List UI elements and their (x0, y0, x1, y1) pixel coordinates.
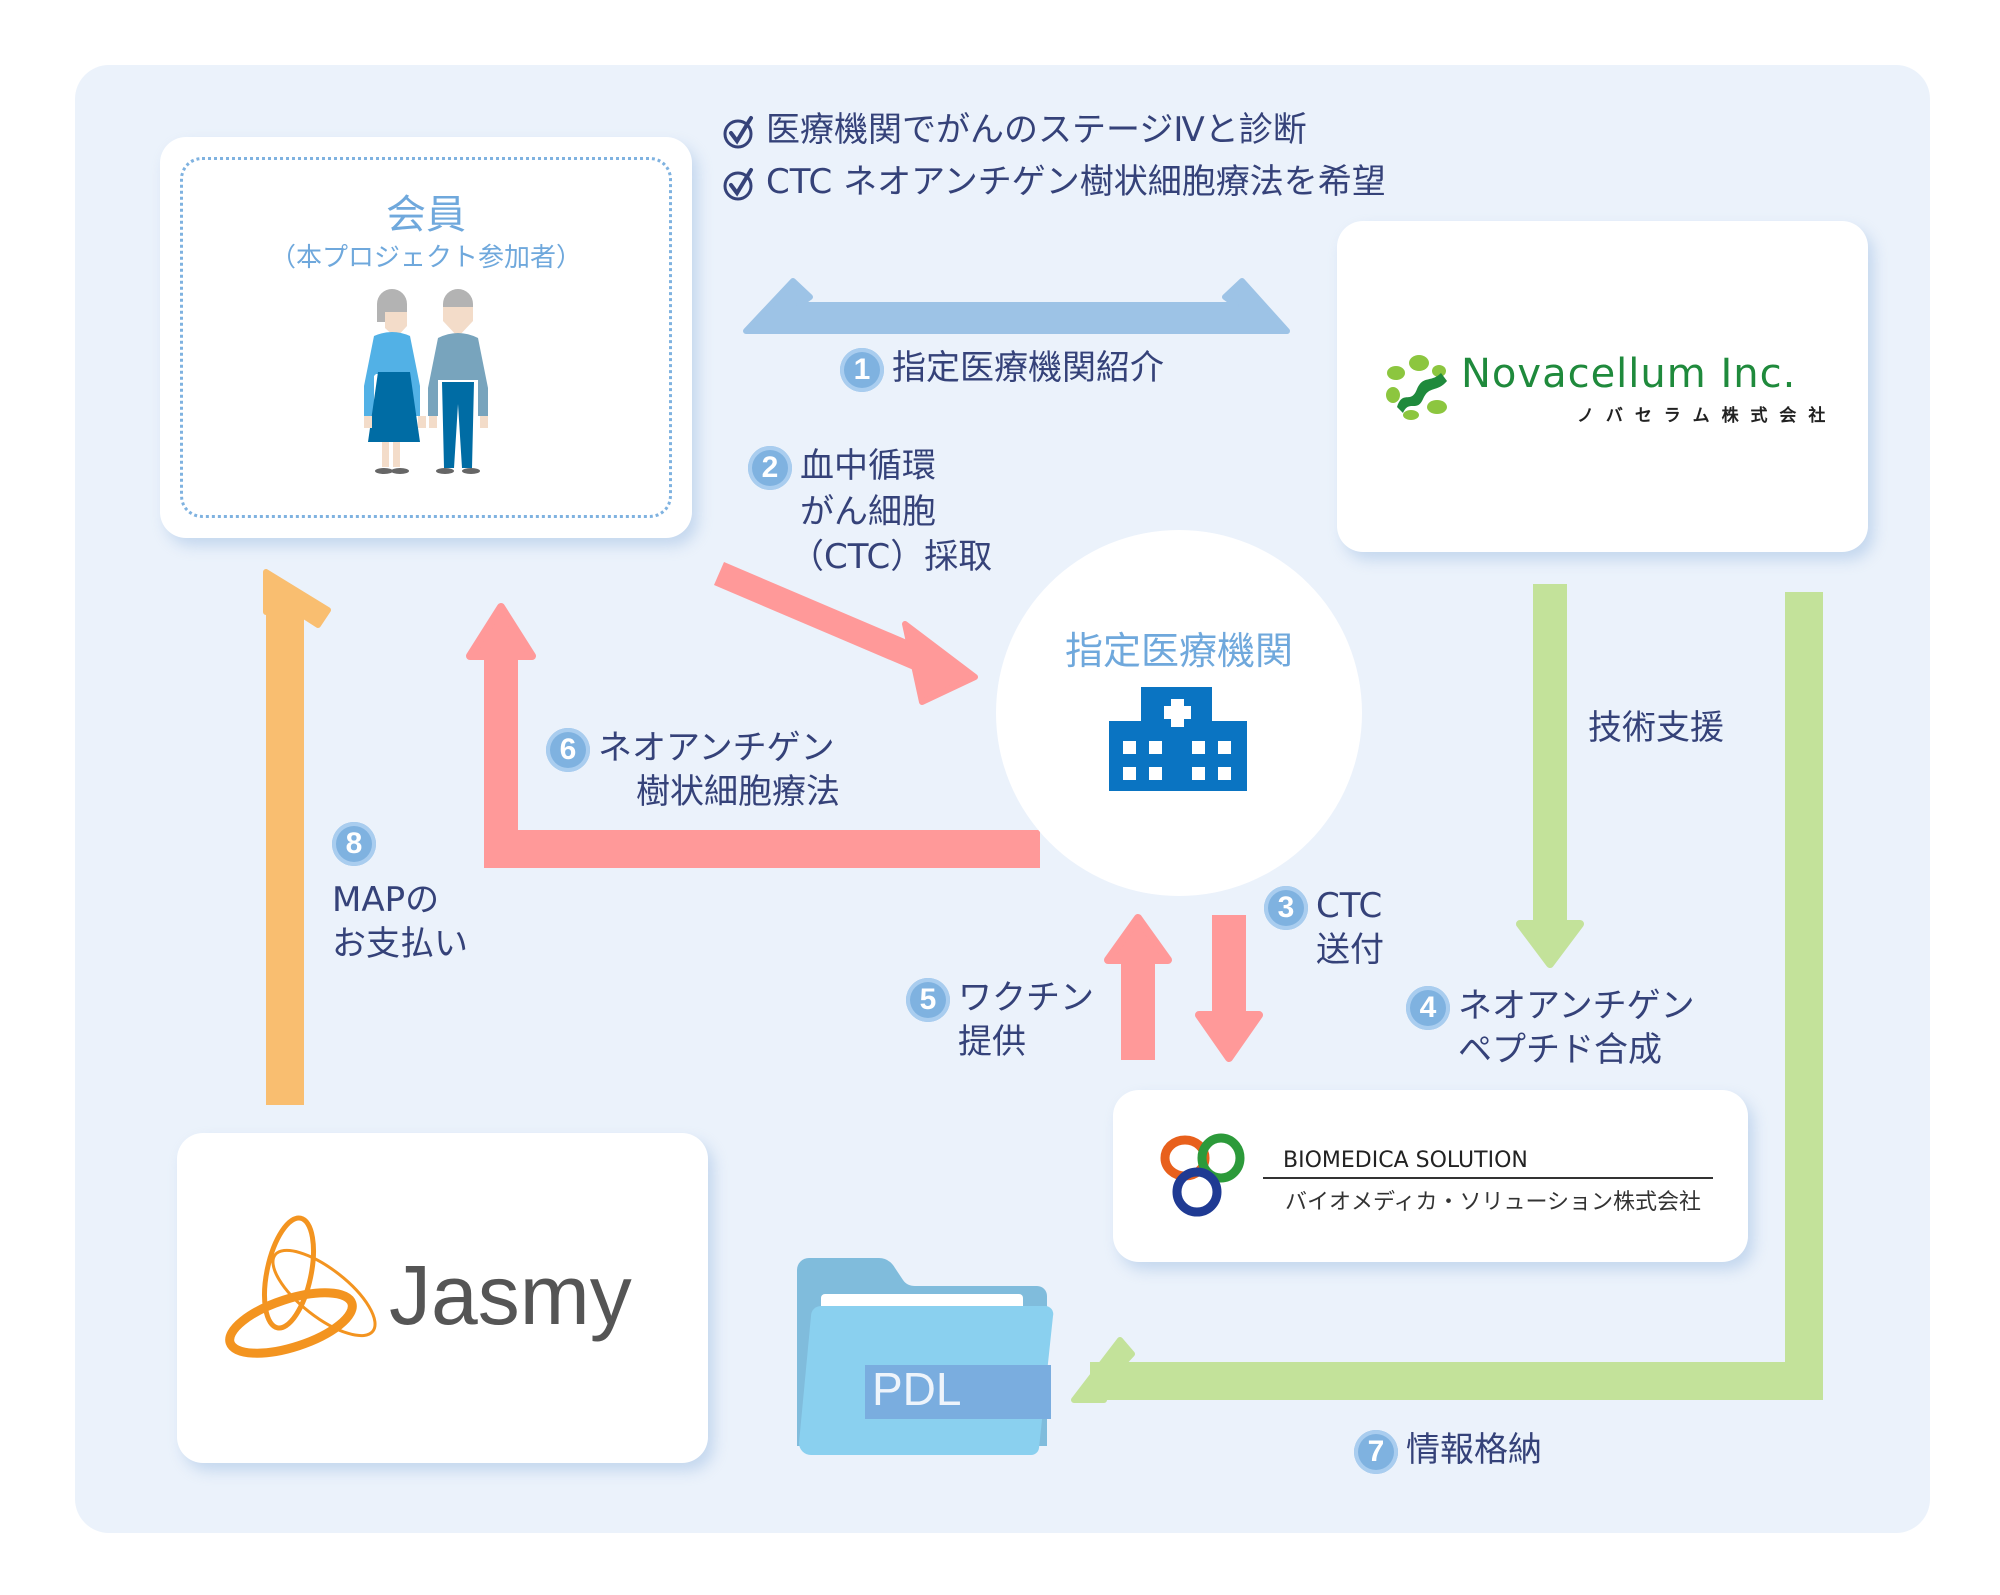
jasmy-card: Jasmy (177, 1133, 708, 1463)
hospital-title: 指定医療機関 (1064, 629, 1293, 673)
step-text: 情報格納 (1406, 1430, 1542, 1470)
step2-label-line2: がん細胞 (800, 492, 936, 532)
check-circle-icon (723, 167, 753, 200)
novacellum-name-ja: ノ バ セ ラ ム 株 式 会 社 (1577, 406, 1829, 426)
check-circle-icon (723, 115, 753, 148)
checklist-label: CTC ネオアンチゲン樹状細胞療法を希望 (766, 162, 1386, 202)
step3-label-line2: 送付 (1316, 930, 1384, 970)
elderly-couple-icon (364, 289, 488, 474)
arrow-technical-support (1516, 584, 1584, 968)
arrow-step7-data-storage (1071, 592, 1823, 1403)
step2-label-line3: （CTC）採取 (790, 537, 993, 577)
step-text: ワクチン (958, 978, 1094, 1018)
step8-label-line2: お支払い (332, 924, 468, 964)
arrow-step5-vaccine-supply (1104, 914, 1172, 1060)
biomedica-card: BIOMEDICA SOLUTION バイオメディカ・ソリューション株式会社 (1113, 1090, 1748, 1262)
novacellum-card: Novacellum Inc. ノ バ セ ラ ム 株 式 会 社 (1337, 221, 1868, 552)
step-text: 指定医療機関紹介 (892, 348, 1164, 388)
step-number-badge: 7 (1354, 1429, 1398, 1474)
arrow-step8-map-payment (263, 569, 331, 1105)
arrow-step3-ctc-shipping (1195, 915, 1263, 1062)
arrow-step2-ctc-collection (714, 562, 978, 705)
step-number-badge: 8 (332, 821, 376, 866)
jasmy-orbit-logo-icon (225, 1215, 377, 1358)
step5-label-line2: 提供 (958, 1022, 1026, 1062)
pdl-label: PDL (872, 1363, 962, 1415)
step-text: CTC (1316, 886, 1383, 926)
dotted-border (180, 157, 672, 518)
step-text: ネオアンチゲン (1458, 986, 1695, 1026)
checklist-label: 医療機関でがんのステージⅣと診断 (766, 110, 1307, 150)
novacellum-logo-icon (1384, 352, 1452, 420)
member-title: 会員 (386, 192, 466, 238)
step-text: 血中循環 (800, 446, 936, 486)
arrow-step6-dendritic-therapy (466, 603, 1040, 868)
step-number-badge: 3 (1264, 885, 1308, 930)
novacellum-name: Novacellum Inc. (1461, 351, 1797, 397)
step4-label-line2: ペプチド合成 (1458, 1030, 1662, 1070)
step-number-badge: 5 (906, 977, 950, 1022)
biomedica-rings-logo-icon (1160, 1133, 1245, 1217)
step-text: ネオアンチゲン (598, 728, 835, 768)
step-number-badge: 6 (546, 727, 590, 772)
step8-label-line1: MAPの (332, 880, 440, 920)
biomedica-name-ja: バイオメディカ・ソリューション株式会社 (1285, 1190, 1702, 1215)
step8-badge-row: 8 (332, 820, 384, 866)
biomedica-name: BIOMEDICA SOLUTION (1283, 1148, 1528, 1173)
technical-support-label: 技術支援 (1588, 708, 1724, 748)
step-number-badge: 1 (840, 347, 884, 392)
checklist-item-diagnosis: 医療機関でがんのステージⅣと診断 (722, 106, 1307, 154)
member-card: 会員 （本プロジェクト参加者） (160, 137, 692, 538)
arrow-step1-introduction (743, 278, 1290, 334)
hospital-node: 指定医療機関 (996, 530, 1362, 896)
jasmy-name: Jasmy (389, 1248, 632, 1342)
folder-icon (797, 1258, 1054, 1456)
divider-line (1263, 1177, 1713, 1179)
step-number-badge: 4 (1406, 985, 1450, 1030)
checklist-item-therapy-wish: CTC ネオアンチゲン樹状細胞療法を希望 (722, 158, 1386, 206)
hospital-building-icon (1109, 687, 1247, 791)
step6-label-line2: 樹状細胞療法 (636, 772, 840, 812)
step-number-badge: 2 (748, 445, 792, 490)
member-subtitle: （本プロジェクト参加者） (269, 243, 582, 273)
